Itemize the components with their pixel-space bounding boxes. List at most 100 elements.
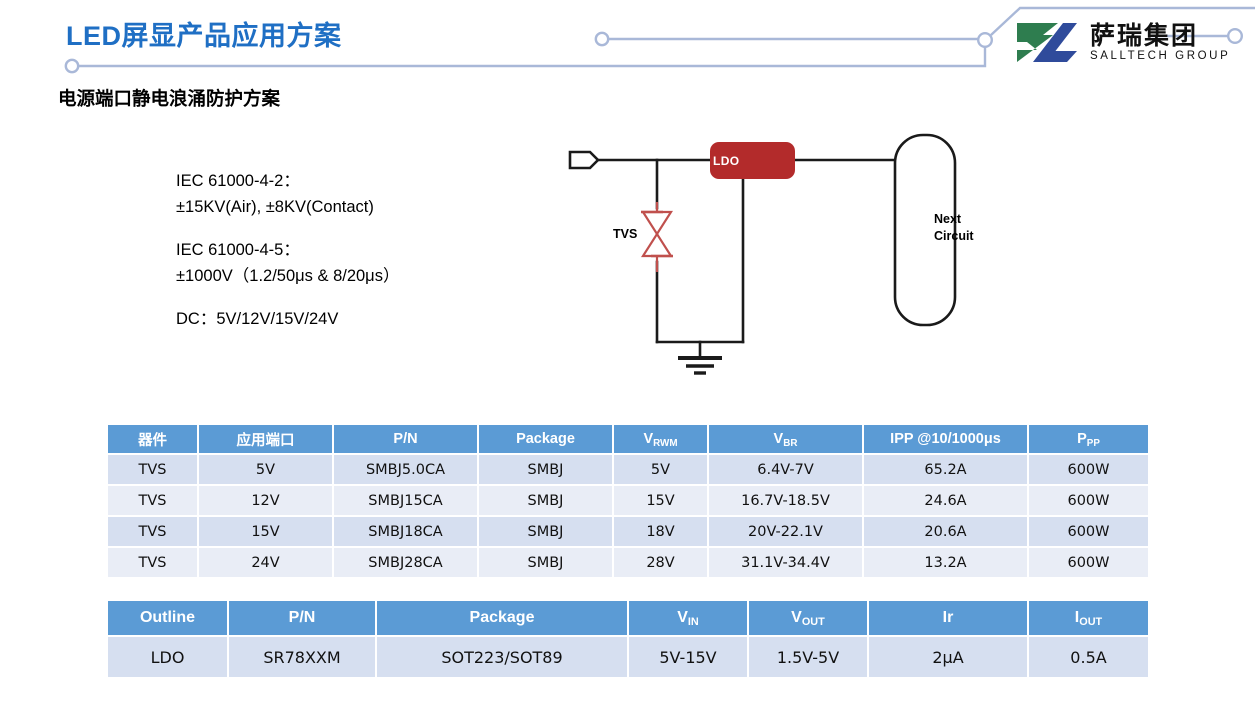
table-cell: 13.2A <box>863 547 1029 579</box>
column-header: Package <box>478 425 614 455</box>
tvs-label: TVS <box>613 227 638 241</box>
ldo-label: LDO <box>713 154 740 168</box>
table-cell: 12V <box>198 485 334 517</box>
column-header: VIN <box>628 601 749 637</box>
table-cell: SMBJ <box>478 485 614 517</box>
table-cell: 5V-15V <box>628 636 749 679</box>
table-cell: SMBJ5.0CA <box>333 454 479 486</box>
column-header-text: P/N <box>288 609 316 626</box>
table-cell: 15V <box>613 485 709 517</box>
column-header-text: V <box>791 609 802 626</box>
column-header: Package <box>376 601 629 637</box>
table-cell: 600W <box>1028 454 1148 486</box>
table-cell: 5V <box>198 454 334 486</box>
column-header-text: IPP @10/1000μs <box>890 431 1001 447</box>
table-cell: 600W <box>1028 485 1148 517</box>
ground-icon <box>678 356 722 375</box>
column-header-sub: OUT <box>801 616 825 628</box>
table-cell: 31.1V-34.4V <box>708 547 864 579</box>
section-title: 电源端口静电浪涌防护方案 <box>58 88 281 109</box>
table-cell: 600W <box>1028 547 1148 579</box>
column-header: 应用端口 <box>198 425 334 455</box>
column-header-sub: RWM <box>653 438 678 449</box>
table-cell: 6.4V-7V <box>708 454 864 486</box>
tvs-diode-icon <box>640 202 674 272</box>
table-cell: 2μA <box>868 636 1029 679</box>
column-header: 器件 <box>108 425 199 455</box>
table-cell: 24V <box>198 547 334 579</box>
column-header-text: V <box>643 431 654 447</box>
column-header: Outline <box>108 601 229 637</box>
table-cell: TVS <box>108 485 199 517</box>
column-header-text: I <box>1074 609 1080 626</box>
column-header-text: V <box>677 609 688 626</box>
table-cell: 65.2A <box>863 454 1029 486</box>
next-circuit-label: Next Circuit <box>934 211 974 245</box>
ldo-spec-table: Outline P/N Package VIN VOUT Ir IOUT LDO… <box>108 601 1148 679</box>
table-cell: 5V <box>613 454 709 486</box>
table-cell: TVS <box>108 454 199 486</box>
brand-name-en: SALLTECH GROUP <box>1090 49 1231 62</box>
table-cell: 20.6A <box>863 516 1029 548</box>
column-header-sub: PP <box>1086 438 1100 449</box>
column-header: P/N <box>333 425 479 455</box>
column-header: VRWM <box>613 425 709 455</box>
table-cell: 15V <box>198 516 334 548</box>
table-cell: 28V <box>613 547 709 579</box>
column-header-text: P <box>1077 431 1087 447</box>
table-row: LDO SR78XXM SOT223/SOT89 5V-15V 1.5V-5V … <box>108 636 1148 679</box>
column-header-sub: OUT <box>1079 616 1103 628</box>
column-header-text: Package <box>516 431 575 447</box>
spec-line: IEC 61000-4-2： <box>176 172 300 190</box>
table-row: TVS 12V SMBJ15CA SMBJ 15V 16.7V-18.5V 24… <box>108 485 1148 517</box>
column-header: PPP <box>1028 425 1148 455</box>
spec-line: IEC 61000-4-5： <box>176 241 300 260</box>
column-header-text: 应用端口 <box>236 432 295 449</box>
brand-logo: 萨瑞集团 SALLTECH GROUP <box>1013 20 1230 65</box>
column-header-text: Outline <box>139 609 196 626</box>
table-cell: SMBJ <box>478 454 614 486</box>
salltech-logo-icon <box>1017 23 1077 62</box>
table-cell: SMBJ15CA <box>333 485 479 517</box>
column-header: Ir <box>868 601 1029 637</box>
table-header-row: 器件 应用端口 P/N Package VRWM VBR IPP @10/100… <box>108 425 1148 455</box>
column-header-sub: IN <box>687 616 699 628</box>
next-circuit-block <box>893 133 957 327</box>
table-cell: SOT223/SOT89 <box>376 636 629 679</box>
ldo-block <box>710 142 795 179</box>
table-cell: 18V <box>613 516 709 548</box>
table-row: TVS 24V SMBJ28CA SMBJ 28V 31.1V-34.4V 13… <box>108 547 1148 579</box>
next-circuit-label-line2: Circuit <box>934 228 974 243</box>
input-connector-icon <box>568 150 600 170</box>
table-cell: 0.5A <box>1028 636 1148 679</box>
table-header-row: Outline P/N Package VIN VOUT Ir IOUT <box>108 601 1148 637</box>
table-cell: 1.5V-5V <box>748 636 869 679</box>
column-header-text: Package <box>469 609 535 626</box>
column-header: IPP @10/1000μs <box>863 425 1029 455</box>
table-cell: 16.7V-18.5V <box>708 485 864 517</box>
column-header-text: 器件 <box>138 432 167 449</box>
next-circuit-label-line1: Next <box>934 212 962 226</box>
table-cell: SMBJ <box>478 516 614 548</box>
column-header: VBR <box>708 425 864 455</box>
column-header: P/N <box>228 601 377 637</box>
table-cell: 20V-22.1V <box>708 516 864 548</box>
header-decoration <box>64 6 1255 74</box>
table-row: TVS 5V SMBJ5.0CA SMBJ 5V 6.4V-7V 65.2A 6… <box>108 454 1148 486</box>
spec-line: ±15KV(Air), ±8KV(Contact) <box>176 198 374 217</box>
spec-group: DC：5V/12V/15V/24V <box>176 306 399 332</box>
spec-text-block: IEC 61000-4-2： ±15KV(Air), ±8KV(Contact)… <box>176 168 399 332</box>
circuit-diagram <box>568 133 957 375</box>
tvs-spec-table: 器件 应用端口 P/N Package VRWM VBR IPP @10/100… <box>108 425 1148 579</box>
table-cell: TVS <box>108 516 199 548</box>
spec-line: ±1000V（1.2/50μs & 8/20μs） <box>176 267 400 286</box>
column-header: VOUT <box>748 601 869 637</box>
column-header: IOUT <box>1028 601 1148 637</box>
table-cell: LDO <box>108 636 229 679</box>
brand-name-cn: 萨瑞集团 <box>1090 20 1199 50</box>
page-title: LED屏显产品应用方案 <box>66 21 342 51</box>
column-header-text: P/N <box>393 431 418 447</box>
table-cell: SMBJ18CA <box>333 516 479 548</box>
spec-group: IEC 61000-4-2： ±15KV(Air), ±8KV(Contact) <box>176 168 399 220</box>
